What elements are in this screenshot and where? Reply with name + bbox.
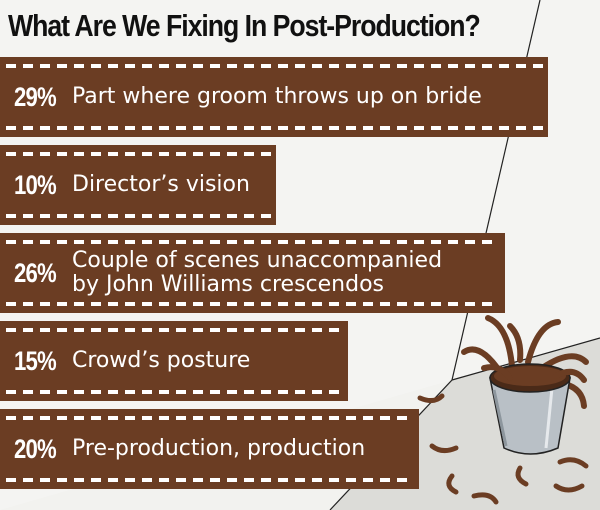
- bar: 20% Pre-production, production: [0, 409, 419, 489]
- bar-value-label: 10%: [14, 169, 57, 200]
- bar: 10% Director’s vision: [0, 145, 276, 225]
- bar-value-label: 20%: [14, 433, 57, 464]
- bar-film-strip: [0, 409, 419, 489]
- bar: 29% Part where groom throws up on bride: [0, 57, 548, 137]
- bar-category-label: Director’s vision: [72, 172, 250, 197]
- bar-text: 29% Part where groom throws up on bride: [14, 57, 482, 137]
- chart-title: What Are We Fixing In Post-Production?: [8, 8, 481, 43]
- bar-value-label: 26%: [14, 257, 57, 288]
- bar-film-strip: [0, 233, 505, 313]
- bar-text: 15% Crowd’s posture: [14, 321, 250, 401]
- bar: 15% Crowd’s posture: [0, 321, 348, 401]
- bar-category-label: Part where groom throws up on bride: [72, 84, 482, 109]
- bar-text: 10% Director’s vision: [14, 145, 250, 225]
- bar-category-label: Couple of scenes unaccompanied by John W…: [72, 248, 443, 297]
- bar-text: 20% Pre-production, production: [14, 409, 365, 489]
- bar-film-strip: [0, 57, 548, 137]
- bar-film-strip: [0, 145, 276, 225]
- bar-value-label: 15%: [14, 345, 57, 376]
- bar-film-strip: [0, 321, 348, 401]
- bar-text: 26% Couple of scenes unaccompanied by Joh…: [14, 233, 442, 313]
- bar-category-label: Crowd’s posture: [72, 348, 251, 373]
- bar-value-label: 29%: [14, 81, 57, 112]
- bar-category-label: Pre-production, production: [72, 436, 366, 461]
- bar: 26% Couple of scenes unaccompanied by Joh…: [0, 233, 505, 313]
